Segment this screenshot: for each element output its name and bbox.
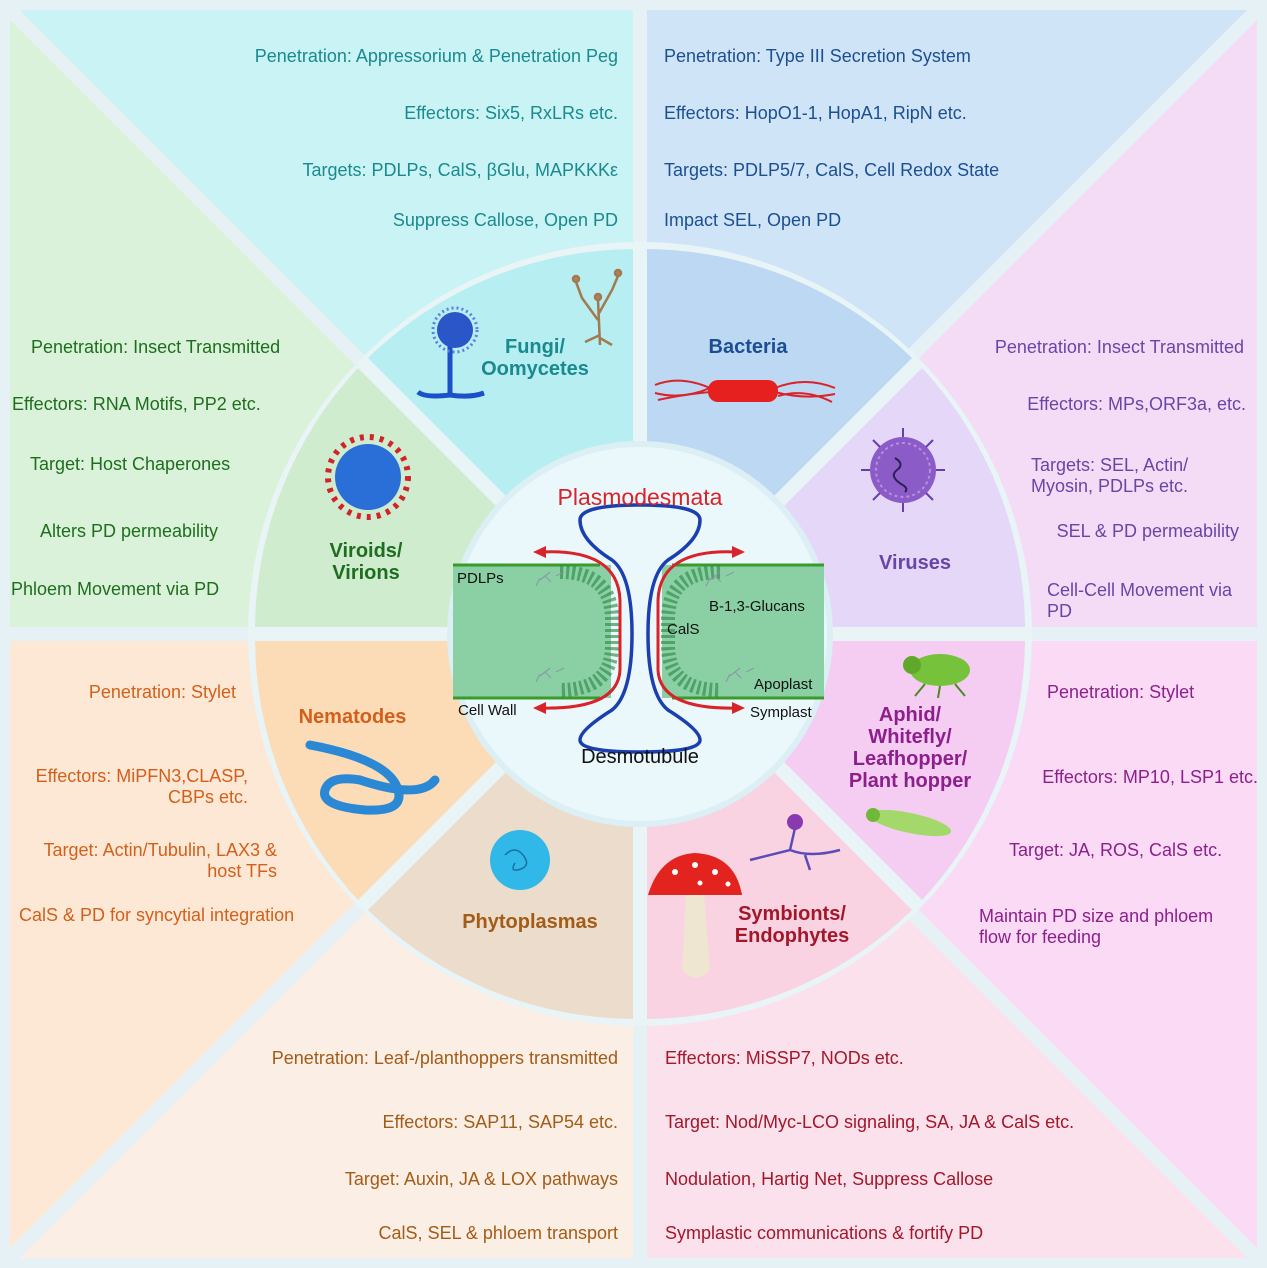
label-symplast: Symplast: [750, 704, 812, 721]
viruses-permeability: SEL & PD permeability: [1056, 521, 1239, 541]
ring-label-viroids: Viroids/ Virions: [329, 540, 403, 584]
oomycete-tree-icon: [571, 268, 623, 347]
ring-label-viruses: Viruses: [879, 552, 951, 574]
nematodes-outcome: CalS & PD for syncytial integration: [19, 905, 295, 925]
center-bottom-label: Desmotubule: [581, 746, 699, 768]
viroids-movement: Phloem Movement via PD: [11, 579, 220, 599]
center-circle: [447, 441, 833, 827]
phytoplasmas-effectors: Effectors: SAP11, SAP54 etc.: [382, 1112, 618, 1132]
symbionts-targets: Target: Nod/Myc-LCO signaling, SA, JA & …: [665, 1112, 1075, 1132]
ring-symbionts: [647, 750, 912, 1019]
label-cals: CalS: [667, 621, 700, 638]
viruses-effectors: Effectors: MPs,ORF3a, etc.: [1027, 394, 1246, 414]
symbionts-nodulation: Nodulation, Hartig Net, Suppress Callose: [665, 1169, 994, 1189]
plasmodesmata-illustration: [453, 503, 824, 754]
ring-insects: [762, 641, 1025, 900]
phytoplasma-icon: [490, 830, 550, 890]
label-pdlps: PDLPs: [457, 570, 504, 587]
viruses-targets: Targets: SEL, Actin/ Myosin, PDLPs etc.: [1031, 455, 1189, 496]
center-title: Plasmodesmata: [557, 484, 723, 510]
insects-penetration: Penetration: Stylet: [1047, 682, 1195, 702]
ring-bacteria: [647, 249, 912, 518]
ring-label-phytoplasmas: Phytoplasmas: [462, 911, 598, 933]
ring-label-fungi: Fungi/ Oomycetes: [481, 336, 589, 380]
fungi-penetration: Penetration: Appressorium & Penetration …: [254, 46, 618, 66]
bacteria-icon: [654, 379, 836, 403]
nematodes-penetration: Penetration: Stylet: [88, 682, 236, 702]
leafhopper-icon: [866, 808, 952, 837]
bacteria-outcome: Impact SEL, Open PD: [664, 210, 842, 230]
fungi-effectors: Effectors: Six5, RxLRs etc.: [404, 103, 618, 123]
bacteria-penetration: Penetration: Type III Secretion System: [664, 46, 971, 66]
viroids-effectors: Effectors: RNA Motifs, PP2 etc.: [12, 394, 261, 414]
symbionts-outcome: Symplastic communications & fortify PD: [665, 1223, 984, 1243]
aphid-icon: [903, 654, 970, 699]
nematodes-effectors: Effectors: MiPFN3,CLASP, CBPs etc.: [35, 766, 248, 807]
mushroom-icon: [648, 853, 742, 978]
symbionts-effectors: Effectors: MiSSP7, NODs etc.: [665, 1048, 904, 1068]
label-apoplast: Apoplast: [754, 676, 813, 693]
cell-wall-left: [453, 565, 611, 698]
bacteria-targets: Targets: PDLP5/7, CalS, Cell Redox State: [664, 160, 1000, 180]
nematode-icon: [305, 740, 440, 815]
label-cell-wall: Cell Wall: [458, 702, 517, 719]
ring-label-bacteria: Bacteria: [708, 336, 788, 358]
viruses-movement: Cell-Cell Movement via PD: [1047, 580, 1233, 621]
virus-icon: [861, 428, 945, 512]
label-glucans: B-1,3-Glucans: [709, 598, 805, 615]
fungi-targets: Targets: PDLPs, CalS, βGlu, MAPKKKε: [302, 160, 618, 180]
viruses-penetration: Penetration: Insect Transmitted: [994, 337, 1244, 357]
phytoplasmas-targets: Target: Auxin, JA & LOX pathways: [344, 1169, 618, 1189]
insects-effectors: Effectors: MP10, LSP1 etc.: [1042, 767, 1258, 787]
fungi-outcome: Suppress Callose, Open PD: [392, 210, 618, 230]
cell-wall-right: [662, 565, 824, 698]
ring-label-insects: Aphid/ Whitefly/ Leafhopper/ Plant hoppe…: [848, 704, 972, 792]
ring-label-symbionts: Symbionts/ Endophytes: [734, 903, 850, 947]
bacteria-effectors: Effectors: HopO1-1, HopA1, RipN etc.: [664, 103, 967, 123]
phytoplasmas-penetration: Penetration: Leaf-/planthoppers transmit…: [271, 1048, 618, 1068]
viroids-target: Target: Host Chaperones: [30, 454, 231, 474]
virion-icon: [325, 434, 411, 520]
desmotubule-path: [578, 503, 702, 754]
ring-phytoplasmas: [368, 750, 633, 1019]
viroids-penetration: Penetration: Insect Transmitted: [31, 337, 281, 357]
insects-outcome: Maintain PD size and phloem flow for fee…: [979, 906, 1214, 947]
endophyte-hypha-icon: [749, 814, 841, 871]
ring-sectors: [255, 249, 1025, 1019]
ring-label-nematodes: Nematodes: [298, 706, 407, 728]
phytoplasmas-outcome: CalS, SEL & phloem transport: [378, 1223, 618, 1243]
viroids-permeability: Alters PD permeability: [40, 521, 219, 541]
fungi-spore-icon: [416, 306, 485, 399]
nematodes-targets: Target: Actin/Tubulin, LAX3 & host TFs: [43, 840, 277, 881]
insects-targets: Target: JA, ROS, CalS etc.: [1009, 840, 1223, 860]
ring-fungi: [368, 249, 633, 518]
